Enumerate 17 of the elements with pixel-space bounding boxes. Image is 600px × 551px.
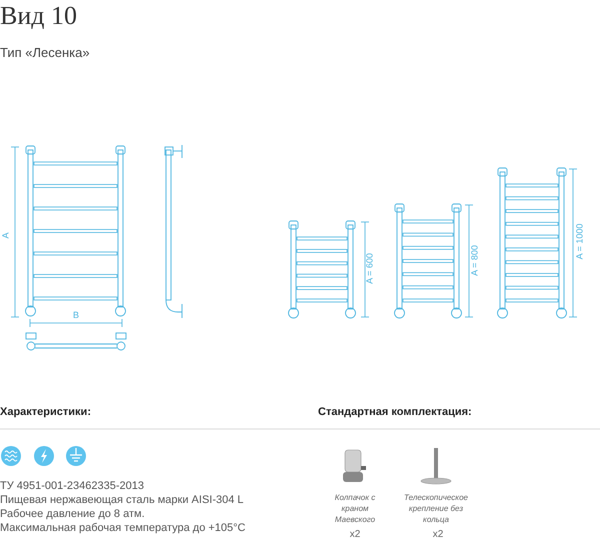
quantity-label: x2 [432, 528, 444, 541]
dimension-label: B [72, 309, 80, 322]
title: Вид 10 [0, 0, 77, 32]
section-heading: Характеристики: [0, 406, 92, 419]
spec-line: Максимальная рабочая температура до +105°С [0, 522, 246, 535]
subtitle: Тип «Лесенка» [0, 46, 91, 59]
dimension-label: A = 1000 [574, 222, 586, 262]
item-caption: Телескопическое крепление без кольца [403, 492, 469, 525]
item-caption: Колпачок с краном Маевского [334, 492, 376, 525]
dimension-label: A [0, 231, 12, 238]
spec-line: ТУ 4951-001-23462335-2013 [0, 480, 145, 493]
dimension-label: A = 600 [364, 252, 376, 286]
quantity-label: x2 [348, 528, 362, 541]
dimension-label: A = 800 [468, 244, 480, 278]
section-heading: Стандартная комплектация: [318, 406, 473, 419]
spec-line: Пищевая нержавеющая сталь марки AISI-304 L [0, 494, 245, 507]
spec-line: Рабочее давление до 8 атм. [0, 508, 146, 521]
